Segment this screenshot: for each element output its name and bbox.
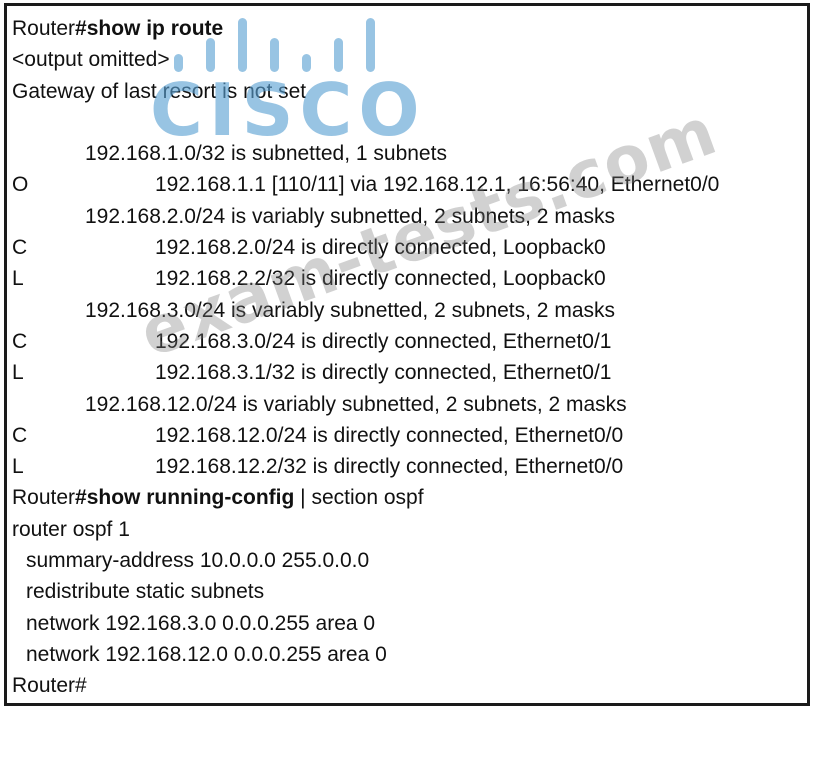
route-text: 192.168.1.1 [110/11] via 192.168.12.1, 1… [155,173,720,197]
output-omitted-line: <output omitted> [12,48,170,72]
route-text: 192.168.2.0/24 is variably subnetted, 2 … [85,204,615,228]
route-code: C [12,329,28,353]
route-text: 192.168.12.2/32 is directly connected, E… [155,455,624,479]
prompt: Router [12,17,76,40]
route-text: 192.168.2.2/32 is directly connected, Lo… [155,267,606,291]
command-text: #show running-config [75,486,295,510]
config-line: summary-address 10.0.0.0 255.0.0.0 [26,549,370,573]
route-code: O [12,173,29,197]
route-text: 192.168.3.0/24 is directly connected, Et… [155,329,612,353]
gateway-line: Gateway of last resort is not set [12,79,307,103]
config-line: network 192.168.3.0 0.0.0.255 area 0 [26,611,376,635]
route-text: 192.168.3.0/24 is variably subnetted, 2 … [85,298,615,322]
route-text: 192.168.3.1/32 is directly connected, Et… [155,361,612,385]
route-entry: 192.168.2.0/24 is variably subnetted, 2 … [12,201,615,232]
prompt: Router [12,486,76,510]
route-code: L [12,267,24,291]
command-line-show-ip-route: Router#show ip route [12,13,223,44]
terminal-frame [4,3,810,706]
route-entry: L 192.168.12.2/32 is directly connected,… [12,451,623,482]
route-text: 192.168.12.0/24 is directly connected, E… [155,423,624,447]
cli-output: Router#show ip route <output omitted> Ga… [12,13,719,702]
route-text: 192.168.12.0/24 is variably subnetted, 2… [85,392,627,416]
route-entry: 192.168.12.0/24 is variably subnetted, 2… [12,389,627,420]
route-text: 192.168.2.0/24 is directly connected, Lo… [155,236,606,260]
route-entry: C 192.168.2.0/24 is directly connected, … [12,232,606,263]
blank-line [12,107,35,138]
config-line-router: router ospf 1 [12,517,130,541]
route-entry: 192.168.3.0/24 is variably subnetted, 2 … [12,295,615,326]
route-entry: C 192.168.3.0/24 is directly connected, … [12,326,611,357]
route-text: 192.168.1.0/32 is subnetted, 1 subnets [85,142,447,166]
command-line-show-running-config: Router#show running-config | section osp… [12,482,424,513]
config-line: redistribute static subnets [26,580,265,604]
final-prompt-line: Router# [12,674,87,698]
config-line: network 192.168.12.0 0.0.0.255 area 0 [26,642,387,666]
route-code: C [12,423,28,447]
pipe-filter: | section ospf [294,486,424,510]
route-code: C [12,236,28,260]
route-code: L [12,455,24,479]
route-code: L [12,361,24,385]
route-entry: L 192.168.2.2/32 is directly connected, … [12,263,606,294]
route-entry: C 192.168.12.0/24 is directly connected,… [12,420,623,451]
route-entry: 192.168.1.0/32 is subnetted, 1 subnets [12,138,447,169]
route-entry: L 192.168.3.1/32 is directly connected, … [12,357,611,388]
route-entry: O 192.168.1.1 [110/11] via 192.168.12.1,… [12,169,719,200]
command-text: #show ip route [75,17,224,40]
